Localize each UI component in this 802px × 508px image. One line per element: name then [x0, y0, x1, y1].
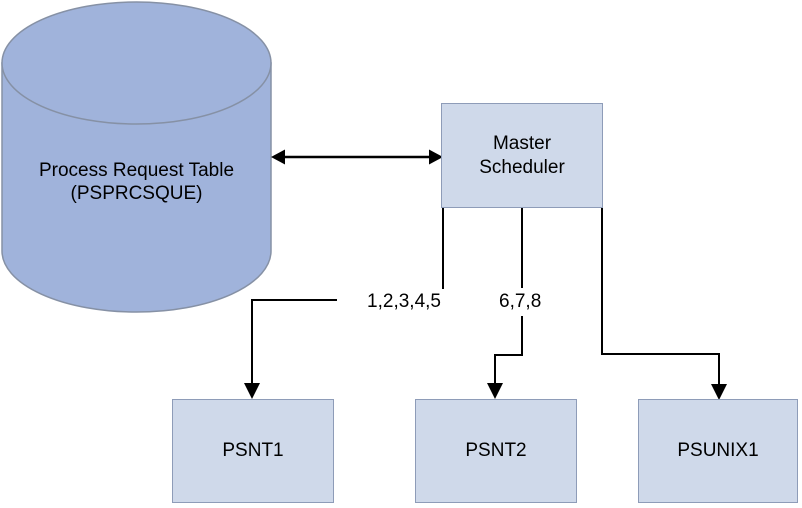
psunix1-label: PSUNIX1	[677, 440, 759, 461]
master-scheduler-label: Master Scheduler	[479, 132, 565, 178]
connector-psnt1-lower-segment	[251, 299, 337, 386]
database-cylinder-body	[1, 62, 272, 313]
connector-psnt2-lower-segment	[494, 316, 523, 386]
arrowhead-psunix1-icon	[711, 384, 727, 400]
connector-scheduler-psnt1	[244, 208, 444, 399]
connector-scheduler-psunix1	[601, 208, 727, 400]
psnt2-queue-label: 6,7,8	[499, 291, 542, 312]
arrowhead-left-icon	[271, 149, 285, 165]
psnt2-node: PSNT2	[415, 399, 577, 503]
psnt1-node: PSNT1	[172, 399, 334, 503]
psnt1-queue-label: 1,2,3,4,5	[367, 291, 441, 312]
arrowhead-psnt2-icon	[487, 383, 503, 399]
psnt1-label: PSNT1	[222, 440, 284, 461]
database-label: Process Request Table (PSPRCSQUE)	[38, 160, 235, 204]
psnt2-label: PSNT2	[465, 440, 527, 461]
bidirectional-arrow	[271, 149, 443, 165]
arrowhead-right-icon	[429, 149, 443, 165]
connector-psunix1-segment	[601, 208, 720, 387]
database-cylinder-top	[1, 1, 272, 125]
arrowhead-psnt1-icon	[244, 383, 260, 399]
psunix1-node: PSUNIX1	[638, 399, 798, 503]
database-cylinder	[1, 1, 272, 313]
master-scheduler-node: Master Scheduler	[441, 103, 603, 208]
connector-scheduler-psnt2	[487, 208, 523, 399]
